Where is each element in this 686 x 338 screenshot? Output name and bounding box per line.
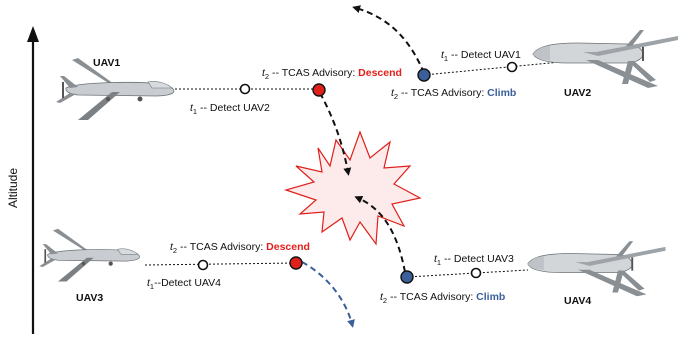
uav3-detect-dot — [197, 259, 209, 271]
uav2-advisory-label: t2 -- TCAS Advisory: Climb — [391, 87, 516, 101]
uav4-climb-trajectory — [354, 195, 406, 273]
uav1-descend-trajectory — [319, 92, 352, 176]
uav2-climb-trajectory — [352, 5, 425, 74]
altitude-axis-arrowhead — [27, 26, 39, 42]
uav4-drone-icon — [527, 240, 666, 297]
uav1-detect-label: t1 -- Detect UAV2 — [190, 102, 270, 116]
uav4-path — [406, 269, 529, 278]
uav2-advisory-dot — [417, 68, 431, 82]
uav3-path — [144, 262, 297, 266]
uav3-label: UAV3 — [76, 292, 103, 304]
uav2-path — [423, 61, 561, 76]
uav2-detect-dot — [506, 61, 518, 73]
uav4-detect-dot — [470, 267, 482, 279]
uav1-advisory-label: t2 -- TCAS Advisory: Descend — [262, 67, 402, 81]
uav3-advisory-dot — [289, 256, 303, 270]
uav2-drone-icon — [532, 29, 679, 89]
uav2-label: UAV2 — [564, 87, 591, 99]
uav3-detect-label: t1--Detect UAV4 — [147, 277, 221, 291]
uav2-detect-label: t1 -- Detect UAV1 — [441, 49, 521, 63]
uav1-detect-dot — [239, 83, 251, 95]
altitude-axis-label: Altitude — [6, 168, 20, 208]
uav1-advisory-dot — [312, 83, 326, 97]
uav3-advisory-label: t2 -- TCAS Advisory: Descend — [170, 241, 310, 255]
uav4-advisory-label: t2 -- TCAS Advisory: Climb — [380, 291, 505, 305]
uav1-label: UAV1 — [93, 57, 120, 69]
collision-burst — [283, 130, 422, 246]
uav4-label: UAV4 — [564, 295, 591, 307]
uav4-detect-label: t1 -- Detect UAV3 — [434, 253, 514, 267]
uav3-drone-icon — [38, 228, 141, 282]
uav3-descend-trajectory — [301, 261, 355, 328]
uav4-advisory-dot — [400, 270, 414, 284]
